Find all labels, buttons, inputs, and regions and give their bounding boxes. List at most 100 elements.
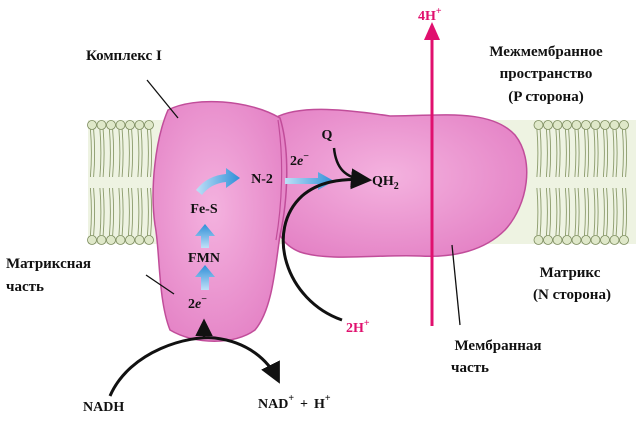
lipid-head: [571, 120, 582, 130]
lipid-tail: [99, 128, 102, 178]
arrow-fes-to-n2: [196, 168, 240, 195]
membrane-part-line-1: Мембранная: [454, 338, 541, 354]
lipid-tail: [102, 128, 105, 178]
lipid-head: [96, 120, 107, 130]
lipid-molecule: [581, 120, 591, 178]
lipid-molecule: [581, 187, 591, 245]
lipid-heads-bottom: [87, 187, 629, 245]
fmn-label: FMN: [188, 251, 220, 266]
lipid-molecule: [134, 120, 145, 178]
lipid-tail: [146, 128, 149, 178]
lipid-head: [144, 235, 154, 245]
arrow-nadh-to-nad: [108, 336, 280, 397]
nadh-label: NADH: [83, 400, 124, 415]
lipid-molecule: [144, 187, 154, 245]
lipid-tail: [112, 187, 115, 237]
matrix-part-line-1: Матриксная: [6, 256, 91, 272]
lipid-head: [619, 120, 629, 130]
lipid-head: [106, 235, 116, 245]
complex-i-protein: [152, 100, 528, 342]
four-protons-base: 4H: [418, 9, 436, 24]
matrix-part-line-2: часть: [6, 279, 44, 295]
lipid-head: [581, 120, 591, 130]
lipid-head: [552, 120, 563, 130]
lipid-tail: [583, 187, 586, 237]
lipid-tail: [127, 187, 130, 237]
lipid-tail: [545, 187, 548, 237]
lipid-tail: [140, 187, 143, 237]
lipid-tail: [602, 128, 605, 178]
reaction-arrows: [108, 147, 373, 397]
lipid-head: [562, 120, 572, 130]
lipid-head: [134, 235, 145, 245]
lipid-head: [571, 235, 582, 245]
lipid-molecule: [552, 187, 563, 245]
proton-pump-arrow: [424, 22, 440, 326]
two-protons-base: 2H: [346, 321, 364, 336]
lipid-tail: [621, 128, 624, 178]
lipid-molecule: [609, 120, 620, 178]
lipid-molecule: [533, 120, 544, 178]
lipid-tail: [118, 128, 121, 178]
lipid-head: [115, 235, 126, 245]
lipid-molecule: [144, 120, 154, 178]
nad-h-label: NAD++H+: [258, 393, 331, 412]
matrix-side-line-2: (N сторона): [533, 287, 611, 303]
labels: Комплекс I Межмембранное пространство (P…: [6, 6, 611, 415]
intermembrane-line-1: Межмембранное: [489, 44, 603, 60]
electron-charge: −: [201, 294, 207, 305]
lipid-head: [125, 235, 135, 245]
lipid-tail: [118, 187, 121, 237]
lipid-tail: [593, 128, 596, 178]
lipid-tail: [539, 128, 542, 178]
electron-charge: −: [303, 151, 309, 162]
lipid-molecule: [106, 120, 116, 178]
lipid-tail: [587, 187, 590, 237]
lipid-tail: [137, 128, 140, 178]
arrow-2h-to-qh2: [281, 168, 373, 322]
lipid-tail: [536, 128, 539, 178]
lipid-molecule: [600, 120, 610, 178]
lipid-molecule: [106, 187, 116, 245]
lipid-head: [87, 235, 97, 245]
lipid-molecule: [115, 187, 126, 245]
lipid-tail: [625, 128, 628, 178]
lipid-molecule: [590, 120, 601, 178]
lipid-tail: [146, 187, 149, 237]
h-base: H: [314, 397, 325, 412]
lipid-head: [543, 120, 553, 130]
four-protons-charge: +: [436, 6, 442, 17]
intermembrane-line-3: (P сторона): [508, 89, 583, 105]
lipid-tail: [568, 128, 571, 178]
lipid-tail: [596, 187, 599, 237]
lipid-molecule: [600, 187, 610, 245]
lipid-tail: [545, 128, 548, 178]
lipid-molecule: [96, 120, 107, 178]
lipid-molecule: [125, 187, 135, 245]
lipid-head: [87, 120, 97, 130]
lipid-tail: [108, 187, 111, 237]
lipid-tail: [555, 187, 558, 237]
lipid-tail: [602, 187, 605, 237]
two-protons-charge: +: [364, 318, 370, 329]
lipid-head: [609, 235, 620, 245]
lipid-tail: [615, 187, 618, 237]
lipid-tail: [150, 187, 153, 237]
four-protons-label: 4H+: [418, 6, 442, 24]
lipid-tail: [596, 128, 599, 178]
membrane-arm: [274, 108, 528, 258]
lipid-tail: [108, 128, 111, 178]
lipid-tail: [536, 187, 539, 237]
lipid-tail: [137, 187, 140, 237]
lipid-head: [552, 235, 563, 245]
intermembrane-line-2: пространство: [500, 66, 593, 82]
lipid-head: [600, 235, 610, 245]
lipid-tail: [539, 187, 542, 237]
two-protons-label: 2H+: [346, 318, 370, 336]
lipid-head: [581, 235, 591, 245]
lipid-tail: [583, 128, 586, 178]
electron-count: 2: [290, 154, 297, 169]
lipid-molecule: [571, 187, 582, 245]
